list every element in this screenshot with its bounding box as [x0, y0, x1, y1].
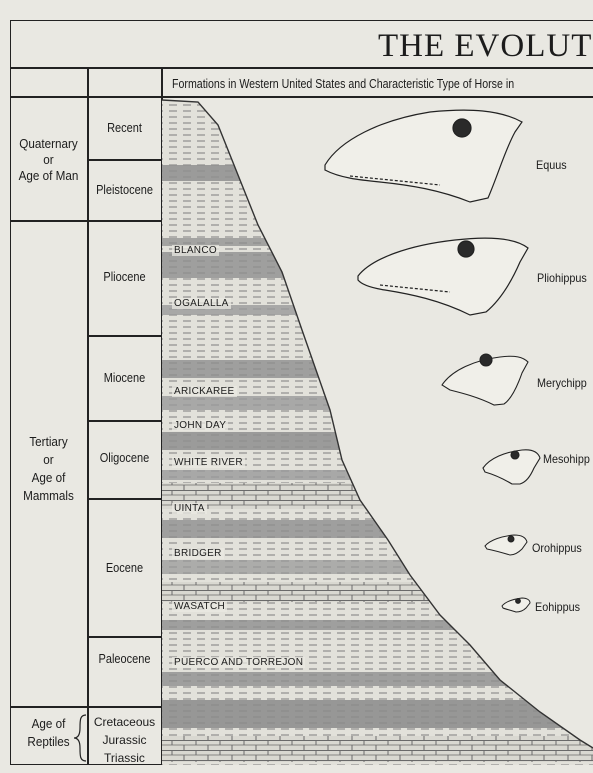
stratum-dark — [162, 672, 593, 686]
skull-orohippus-icon — [485, 535, 527, 555]
formation-white-river: WHITE RIVER — [172, 457, 245, 468]
formation-blanco: BLANCO — [172, 245, 219, 256]
brace-icon — [74, 715, 86, 761]
horse-pliohippus: Pliohippus — [537, 271, 587, 285]
horse-orohippus: Orohippus — [532, 541, 582, 555]
stratum-bricks — [162, 736, 593, 762]
skull-eohippus-icon — [502, 598, 530, 612]
stratum-dark — [162, 396, 593, 410]
formation-arickaree: ARICKAREE — [172, 386, 237, 397]
horse-mesohippus: Mesohipp — [543, 452, 590, 466]
horse-eohippus: Eohippus — [535, 600, 580, 614]
formation-wasatch: WASATCH — [172, 601, 227, 612]
formation-puerco-torrejon: PUERCO AND TORREJON — [172, 657, 305, 668]
horse-equus: Equus — [536, 158, 567, 172]
stratum-dark — [162, 432, 593, 450]
formation-bridger: BRIDGER — [172, 548, 224, 559]
stratum-dark — [162, 238, 593, 246]
stratum-dark — [162, 360, 593, 378]
skull-mesohippus-icon — [483, 450, 540, 484]
stratum-dark — [162, 700, 593, 728]
stratum-dark — [162, 620, 593, 630]
stratum-dark — [162, 560, 593, 574]
skull-merychippus-icon — [442, 354, 528, 405]
stratum-dark — [162, 520, 593, 538]
skull-equus-icon — [325, 110, 522, 202]
formation-ogalalla: OGALALLA — [172, 298, 231, 309]
horse-merychippus: Merychipp — [537, 376, 587, 390]
skull-pliohippus-icon — [358, 238, 528, 315]
formation-john-day: JOHN DAY — [172, 420, 228, 431]
stratum-bricks — [162, 483, 593, 509]
formation-uinta: UINTA — [172, 503, 207, 514]
